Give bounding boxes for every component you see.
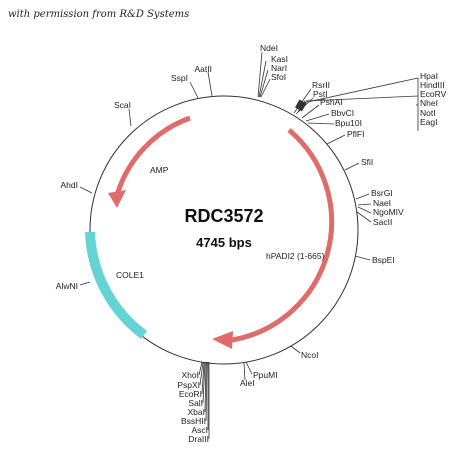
site-bpu10l: Bpu10I xyxy=(335,118,362,128)
site-alwni: AlwNI xyxy=(56,281,78,291)
site-ascl: AscI xyxy=(191,425,208,435)
site-ppumi: PpuMI xyxy=(253,370,278,380)
site-sacii: SacII xyxy=(373,217,392,227)
plasmid-backbone xyxy=(89,95,359,365)
hpadi2-label: hPADI2 (1-665) xyxy=(266,251,325,261)
site-alei: AleI xyxy=(240,378,255,388)
site-ecori: EcoRI xyxy=(179,389,202,399)
site-sall: SalI xyxy=(188,398,203,408)
site-sfil: SfiI xyxy=(361,157,373,167)
site-pspxi: PspXI xyxy=(177,380,200,390)
amp-arrow xyxy=(114,115,191,196)
site-ahdi: AhdI xyxy=(61,180,79,190)
site-xhol: XhoI xyxy=(182,370,200,380)
plasmid-name: RDC3572 xyxy=(184,206,263,226)
site-dralll: DraIII xyxy=(188,434,209,444)
mcs-cluster-marker xyxy=(295,99,307,112)
site-notl: NotI xyxy=(420,108,436,118)
site-narl: NarI xyxy=(271,63,287,73)
site-bbvcl: BbvCI xyxy=(331,108,354,118)
site-aatii: AatII xyxy=(195,64,212,74)
site-ndel: NdeI xyxy=(260,43,278,53)
site-sfol: SfoI xyxy=(271,72,286,82)
site-ticks xyxy=(79,51,419,439)
site-ncol: NcoI xyxy=(301,350,318,360)
site-kasl: KasI xyxy=(271,54,288,64)
cole1-label: COLE1 xyxy=(116,270,144,280)
site-eagl: EagI xyxy=(420,117,438,127)
site-bsshii: BssHII xyxy=(181,416,206,426)
site-nael: NaeI xyxy=(373,198,391,208)
site-rsrii: RsrII xyxy=(312,80,330,90)
hpadi2-arrow xyxy=(231,128,335,343)
site-pstl: PstI xyxy=(313,89,328,99)
permission-caption: with permission from R&D Systems xyxy=(8,9,190,20)
hpadi2-arrowhead xyxy=(212,331,233,349)
site-pflfl: PflFI xyxy=(347,129,364,139)
site-hpal: HpaI xyxy=(420,71,438,81)
amp-label: AMP xyxy=(150,165,169,175)
site-pshal: PshAI xyxy=(320,97,343,107)
site-ecorv: EcoRV xyxy=(420,89,447,99)
site-hindiii: HindIII xyxy=(420,80,445,90)
site-xbal: XbaI xyxy=(188,407,206,417)
site-scal: ScaI xyxy=(114,100,131,110)
site-bspei: BspEI xyxy=(372,255,395,265)
site-nhel: NheI xyxy=(420,98,438,108)
site-sspl: SspI xyxy=(171,73,188,83)
plasmid-size: 4745 bps xyxy=(196,235,252,250)
site-bsrgi: BsrGI xyxy=(371,188,393,198)
amp-arrowhead xyxy=(108,190,126,208)
site-ngomiv: NgoMIV xyxy=(373,207,404,217)
cole1-ori-block xyxy=(85,231,148,340)
